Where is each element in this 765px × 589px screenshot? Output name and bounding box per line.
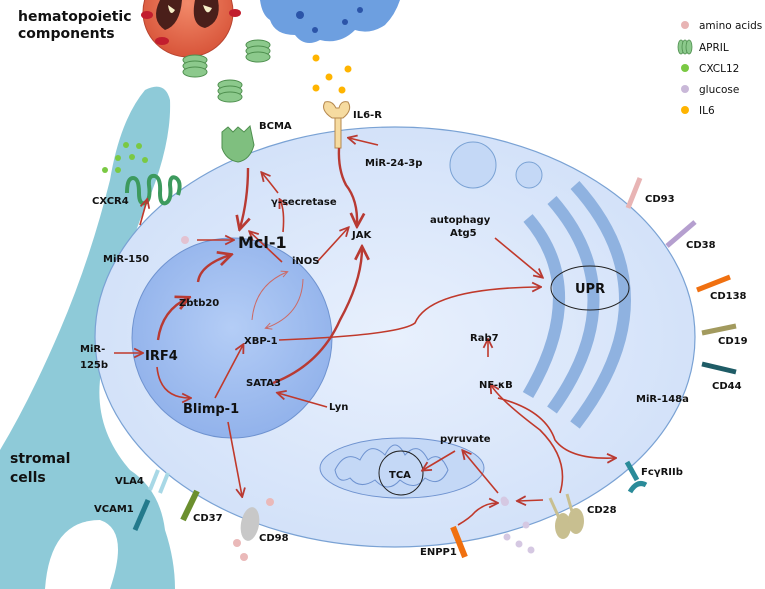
label-blimp1: Blimp-1 xyxy=(183,402,239,417)
label-atg5: Atg5 xyxy=(450,228,477,239)
legend-glucose: glucose xyxy=(699,84,739,96)
label-mir24: MiR-24-3p xyxy=(365,158,422,169)
surface-markers xyxy=(625,177,737,375)
il6-receptor xyxy=(323,101,351,149)
cd37-marker xyxy=(180,489,200,522)
label-sata3: SATA3 xyxy=(246,378,281,389)
legend-amino-acids: amino acids xyxy=(699,20,762,32)
bcma-receptor xyxy=(221,124,255,163)
legend-cxcl12: CXCL12 xyxy=(699,63,739,75)
hematopoietic-blue-cell xyxy=(260,0,400,44)
fcgr2b-receptor xyxy=(624,460,648,494)
label-jak: JAK xyxy=(351,230,372,241)
label-xbp1: XBP-1 xyxy=(244,336,278,347)
label-mir150: MiR-150 xyxy=(103,254,149,265)
label-cd44: CD44 xyxy=(712,381,742,392)
label-pyruvate: pyruvate xyxy=(440,434,491,445)
april-molecules xyxy=(182,39,271,103)
hematopoietic-cell xyxy=(141,0,241,58)
stromal-title-line2: cells xyxy=(10,470,46,486)
label-vcam1: VCAM1 xyxy=(94,504,134,515)
cd38-marker xyxy=(665,220,697,248)
vesicle-large xyxy=(449,141,497,189)
label-inos: iNOS xyxy=(292,256,320,267)
label-mir125b-line2: 125b xyxy=(80,360,108,371)
mitochondrion xyxy=(319,437,485,499)
label-cd38: CD38 xyxy=(686,240,716,251)
pathway-arrows xyxy=(114,138,615,526)
glucose-dot-internal xyxy=(501,498,509,506)
vesicle-small xyxy=(515,161,543,189)
cxcl12-legend-icon xyxy=(681,64,689,72)
label-cd19: CD19 xyxy=(718,336,748,347)
upr-ellipse xyxy=(550,265,630,311)
label-cd138: CD138 xyxy=(710,291,747,302)
tca-circle xyxy=(378,450,424,496)
legend-il6: IL6 xyxy=(699,105,715,117)
label-il6r: IL6-R xyxy=(353,110,382,121)
hematopoietic-title-line2: components xyxy=(18,26,115,42)
vcam1-marker xyxy=(132,499,151,531)
hematopoietic-title-line1: hematopoietic xyxy=(18,9,132,25)
cd93-marker xyxy=(625,177,643,209)
label-cd37: CD37 xyxy=(193,513,223,524)
label-mir125b-line1: MiR- xyxy=(80,344,105,355)
label-cd98: CD98 xyxy=(259,533,289,544)
label-lyn: Lyn xyxy=(329,402,348,413)
label-cxcr4: CXCR4 xyxy=(92,196,129,207)
amino-acid-dot xyxy=(181,236,189,244)
il6-legend-icon xyxy=(681,106,689,114)
amino-acids-legend-icon xyxy=(681,21,689,29)
cd98-transporter xyxy=(233,498,274,561)
cd19-marker xyxy=(701,323,737,336)
label-enpp1: ENPP1 xyxy=(420,547,457,558)
endoplasmic-reticulum xyxy=(522,180,631,429)
label-cd28: CD28 xyxy=(587,505,617,516)
label-rab7: Rab7 xyxy=(470,333,499,344)
label-fcgr2b: FcγRIIb xyxy=(641,467,683,478)
stromal-title-line1: stromal xyxy=(10,451,70,467)
label-zbtb20: Zbtb20 xyxy=(179,298,219,309)
label-nfkb: NF-κB xyxy=(479,380,513,391)
glucose-legend-icon xyxy=(681,85,689,93)
label-gamma-secretase: γ-secretase xyxy=(271,197,337,208)
label-upr: UPR xyxy=(575,282,605,297)
cd138-marker xyxy=(696,274,731,293)
il6-dots xyxy=(312,54,352,94)
label-bcma: BCMA xyxy=(259,121,292,132)
cxcr4-receptor xyxy=(125,173,182,206)
label-tca: TCA xyxy=(389,470,411,481)
stromal-cell xyxy=(0,86,175,589)
legend: amino acids APRIL CXCL12 glucose IL6 xyxy=(677,20,762,117)
label-cd93: CD93 xyxy=(645,194,675,205)
cxcl12-dots xyxy=(102,142,148,173)
cd28-receptor xyxy=(548,493,584,539)
label-mir148a: MiR-148a xyxy=(636,394,689,405)
enpp1-marker xyxy=(450,525,468,559)
label-mcl1: Mcl-1 xyxy=(238,233,287,252)
label-vla4: VLA4 xyxy=(115,476,144,487)
vla4-integrin xyxy=(148,469,170,494)
label-irf4: IRF4 xyxy=(145,349,178,364)
april-legend-icon xyxy=(677,39,693,55)
cd44-marker xyxy=(701,361,737,375)
legend-april: APRIL xyxy=(699,42,729,54)
label-autophagy: autophagy xyxy=(430,215,491,226)
